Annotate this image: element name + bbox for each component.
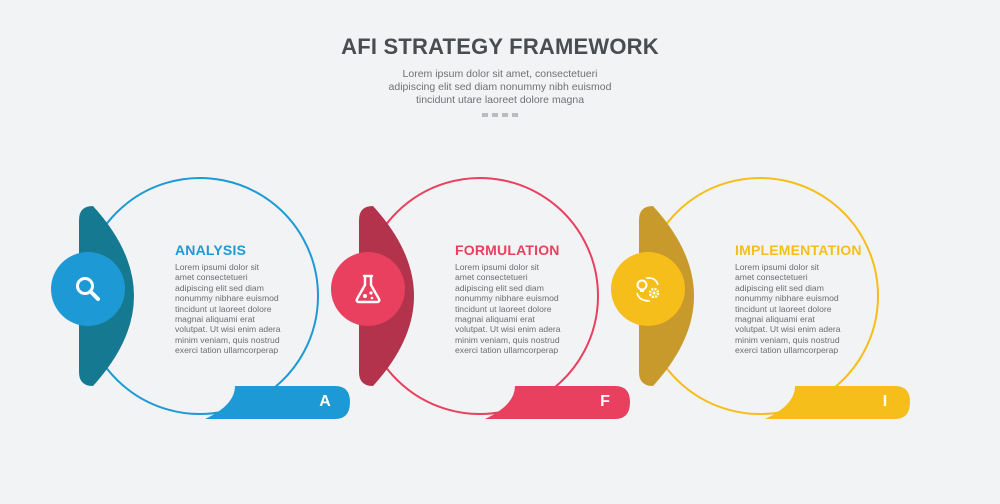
step-body-line: amet consectetueri: [735, 272, 808, 283]
step-body-line: magnai aliquami erat: [175, 314, 255, 325]
step-body-line: nonummy nibhare euismod: [735, 293, 839, 304]
step-body-line: nonummy nibhare euismod: [175, 293, 279, 304]
step-ring: [88, 177, 319, 415]
page-title: AFI STRATEGY FRAMEWORK: [341, 34, 659, 59]
step-body-line: minim veniam, quis nostrud: [735, 334, 840, 345]
magnifier-icon: [76, 277, 100, 301]
divider-dots: [482, 113, 518, 117]
step-ring: [648, 177, 879, 415]
step-body-line: exerci tation ullamcorperap: [735, 345, 839, 356]
step-body-line: adipiscing elit sed diam: [175, 282, 264, 293]
step-body-line: tincidunt ut laoreet dolore: [175, 303, 272, 314]
step-tab: [205, 386, 350, 419]
step-body-line: Lorem ipsumi dolor sit: [175, 262, 260, 272]
step-body-line: volutpat. Ut wisi enim adera: [735, 324, 841, 335]
step-body-line: minim veniam, quis nostrud: [175, 334, 280, 345]
step-body-line: adipiscing elit sed diam: [455, 282, 544, 293]
step-tab: [485, 386, 630, 419]
step-body-line: amet consectetueri: [455, 272, 528, 283]
idea-gear-icon: [636, 277, 660, 302]
step-body-line: exerci tation ullamcorperap: [175, 345, 279, 356]
step-icon-circle: [51, 252, 125, 326]
subtitle-line: adipiscing elit sed diam nonummy nibh eu…: [388, 81, 612, 93]
step-body-line: adipiscing elit sed diam: [735, 282, 824, 293]
step-icon-circle: [611, 252, 685, 326]
step-analysis: [51, 177, 350, 419]
step-body-line: nonummy nibhare euismod: [455, 293, 559, 304]
step-body-line: volutpat. Ut wisi enim adera: [455, 324, 561, 335]
step-body-line: tincidunt ut laoreet dolore: [735, 303, 832, 314]
subtitle-line: tincidunt utare laoreet dolore magna: [415, 94, 585, 106]
step-body-line: minim veniam, quis nostrud: [455, 334, 560, 345]
step-letter: I: [882, 393, 888, 410]
step-letter: A: [319, 393, 331, 410]
subtitle-line: Lorem ipsum dolor sit amet, consectetuer…: [402, 68, 598, 80]
flask-icon: [355, 274, 381, 304]
step-letter: F: [600, 393, 610, 410]
step-heading: FORMULATION: [455, 242, 560, 258]
step-body-line: volutpat. Ut wisi enim adera: [175, 324, 281, 335]
step-body-line: amet consectetueri: [175, 272, 248, 283]
step-ring: [368, 177, 599, 415]
step-body-line: magnai aliquami erat: [455, 314, 535, 325]
step-implementation: [611, 177, 910, 419]
step-body-line: exerci tation ullamcorperap: [455, 345, 559, 356]
step-body-line: Lorem ipsumi dolor sit: [455, 262, 540, 272]
step-body-line: tincidunt ut laoreet dolore: [455, 303, 552, 314]
page-subtitle: Lorem ipsum dolor sit amet, consectetuer…: [300, 68, 700, 107]
step-heading: ANALYSIS: [175, 242, 247, 258]
step-tab: [765, 386, 910, 419]
step-icon-circle: [331, 252, 405, 326]
step-body-line: Lorem ipsumi dolor sit: [735, 262, 820, 272]
step-heading: IMPLEMENTATION: [735, 242, 862, 258]
step-body-line: magnai aliquami erat: [735, 314, 815, 325]
step-formulation: [331, 177, 630, 419]
